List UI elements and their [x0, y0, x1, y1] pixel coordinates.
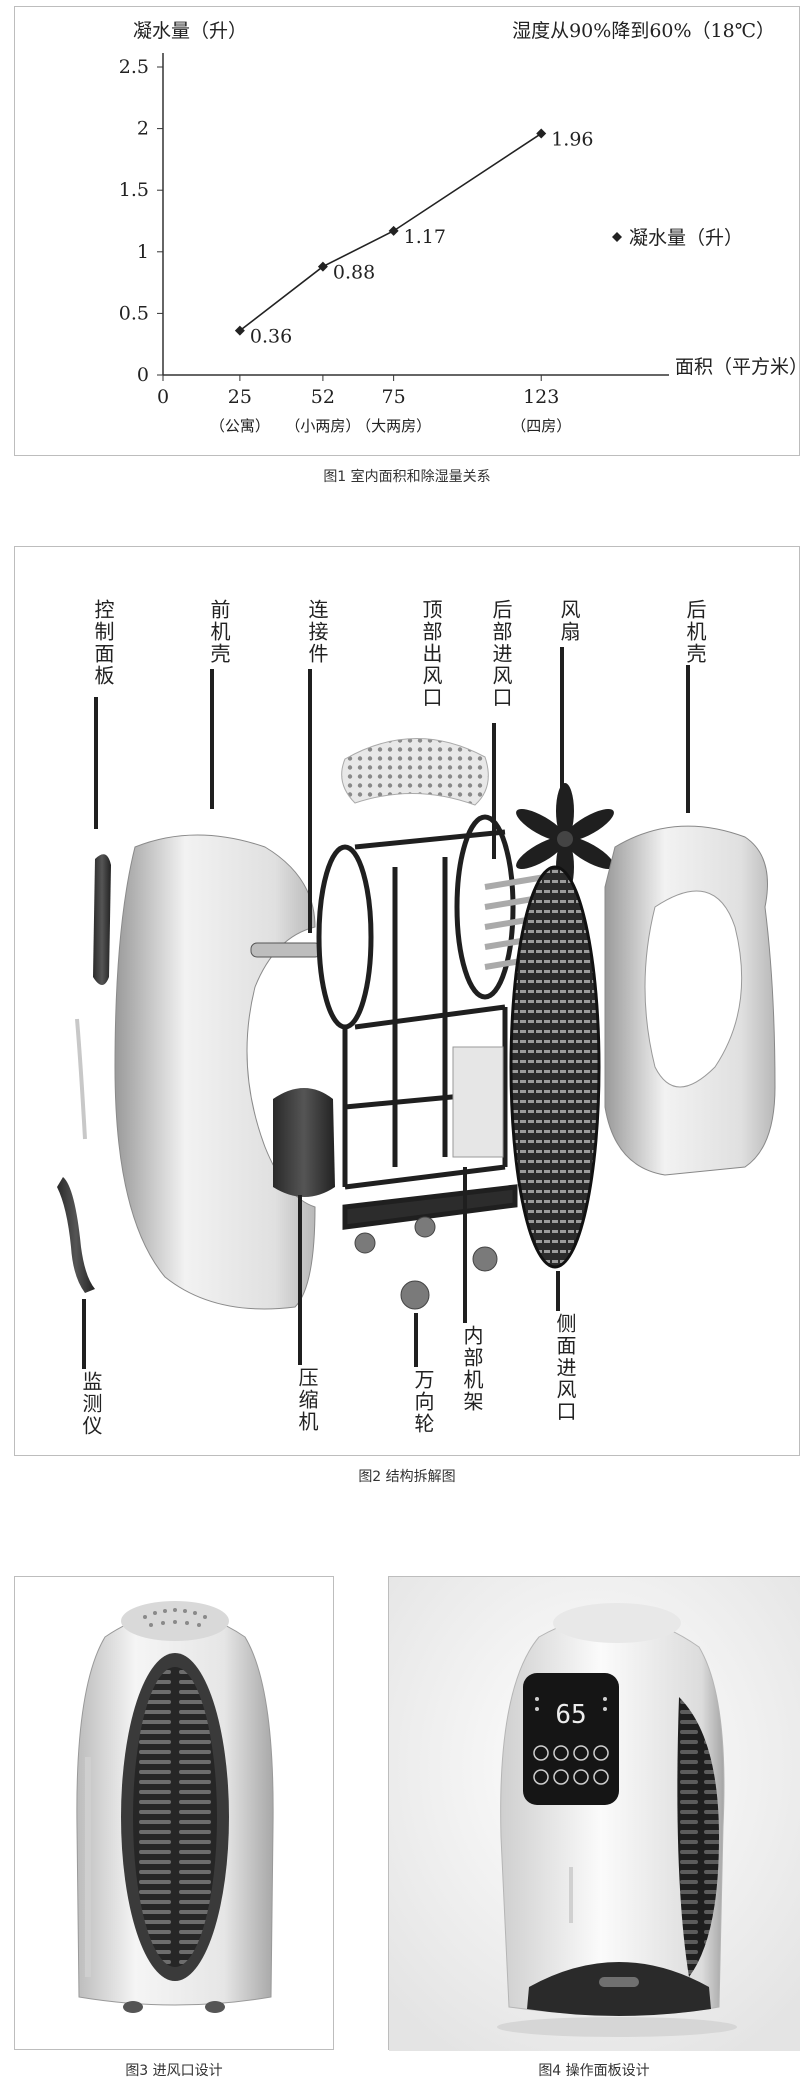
data-point	[388, 225, 399, 236]
label-front-shell: 前机壳	[207, 599, 231, 665]
y-axis-title: 凝水量（升）	[133, 20, 247, 42]
legend-label: 凝水量（升）	[629, 227, 743, 249]
humidity-display: 65	[555, 1700, 586, 1730]
label-fan: 风扇	[557, 599, 581, 643]
x-sublabel: （四房）	[511, 417, 571, 435]
x-axis-title: 面积（平方米）	[675, 356, 800, 378]
figure3-photo-panel	[14, 1576, 334, 2050]
y-tick-label: 0	[137, 364, 149, 386]
data-label: 0.36	[250, 326, 292, 348]
inner-frame-part	[316, 814, 518, 1230]
x-sublabel: （小两房）	[285, 417, 360, 435]
data-label: 0.88	[333, 262, 375, 284]
x-tick-label: 25	[228, 386, 252, 408]
side-intake-part	[509, 865, 601, 1269]
data-label: 1.17	[404, 226, 446, 248]
figure1-caption: 图1 室内面积和除湿量关系	[323, 469, 491, 485]
x-tick-label: 75	[382, 386, 406, 408]
compressor-part	[273, 1088, 335, 1197]
legend-marker	[612, 232, 622, 242]
top-outlet-part	[341, 738, 489, 806]
figure1-chart-panel: 0 0.5 1 1.5 2 2.5 0 25 52 75 123 （公寓） （小两房）（大两房） （四房）…	[14, 6, 800, 456]
data-label: 1.96	[551, 129, 593, 151]
operation-panel	[523, 1673, 619, 1805]
control-panel-part	[93, 854, 111, 985]
figure3-caption: 图3 进风口设计	[125, 2063, 223, 2079]
control-panel-photo: 65	[389, 1577, 800, 2051]
label-side-intake: 侧面进风口	[553, 1313, 577, 1423]
label-rear-intake: 后部进风口	[489, 599, 513, 709]
y-tick-label: 1.5	[119, 179, 149, 201]
label-monitor: 监测仪	[79, 1371, 103, 1437]
front-shell-part	[114, 834, 316, 1310]
label-top-outlet: 顶部出风口	[419, 599, 443, 709]
intake-grille	[133, 1667, 217, 1967]
label-caster: 万向轮	[411, 1369, 435, 1435]
x-tick-label: 123	[523, 386, 559, 408]
caster-wheels	[354, 1216, 498, 1310]
data-point	[536, 128, 547, 139]
figure2-caption: 图2 结构拆解图	[358, 1469, 456, 1485]
label-inner-frame: 内部机架	[460, 1325, 484, 1413]
y-tick-label: 2	[137, 118, 149, 140]
figure4-photo-panel: 65	[388, 1576, 800, 2051]
x-tick-label: 52	[311, 386, 335, 408]
label-control-panel: 控制面板	[91, 599, 115, 687]
dehumidify-line-chart: 0 0.5 1 1.5 2 2.5 0 25 52 75 123 （公寓） （小两房）（大两房） （四房）…	[119, 20, 800, 435]
y-tick-label: 2.5	[119, 56, 149, 78]
x-sublabel: （公寓）	[210, 417, 270, 435]
series-line	[239, 132, 542, 332]
exploded-view-illustration	[57, 738, 776, 1310]
label-rear-shell: 后机壳	[683, 599, 707, 665]
label-compressor: 压缩机	[295, 1367, 319, 1433]
y-tick-label: 0.5	[119, 302, 149, 324]
data-point	[234, 325, 245, 336]
fan-part	[516, 783, 614, 895]
intake-design-photo	[76, 1601, 274, 2013]
label-connector: 连接件	[305, 599, 329, 665]
chart-title: 湿度从90%降到60%（18℃）	[512, 20, 775, 42]
monitor-part	[57, 1177, 95, 1293]
data-point	[317, 261, 328, 272]
y-tick-label: 1	[137, 241, 149, 263]
x-sublabel: （大两房）	[356, 417, 431, 435]
x-tick-label: 0	[157, 386, 169, 408]
figure2-exploded-panel: 控制面板 前机壳 连接件 顶部出风口 后部进风口 风扇 后机壳 监测仪 压缩机 …	[14, 546, 800, 1456]
figure4-caption: 图4 操作面板设计	[538, 2063, 650, 2079]
